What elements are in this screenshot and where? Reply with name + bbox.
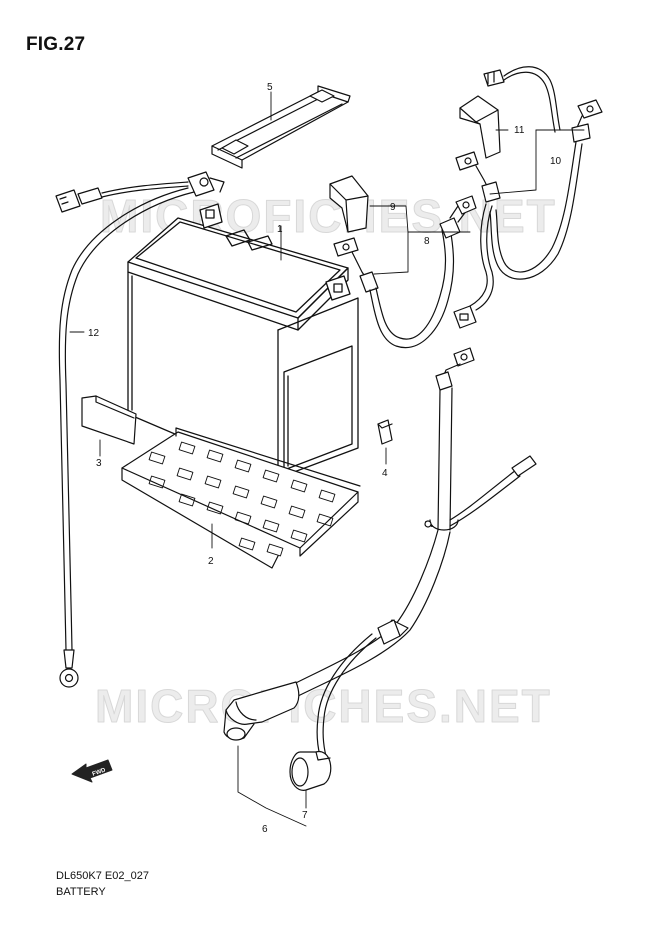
part-label-6: 6 bbox=[262, 824, 268, 835]
leader-lines bbox=[69, 91, 585, 827]
part-label-12: 12 bbox=[88, 328, 100, 339]
negative-cable bbox=[55, 171, 225, 688]
battery-tray bbox=[121, 427, 361, 569]
figure-title: FIG.27 bbox=[26, 34, 86, 55]
part-label-4: 4 bbox=[382, 468, 388, 479]
part-label-9: 9 bbox=[390, 202, 396, 213]
figure-name: BATTERY bbox=[56, 886, 106, 898]
part-number-labels: 1 2 3 4 5 6 7 8 9 10 11 12 bbox=[88, 82, 562, 835]
spacer-piece bbox=[377, 419, 393, 445]
part-label-2: 2 bbox=[208, 556, 214, 567]
fwd-label: FWD bbox=[92, 767, 108, 778]
forward-arrow-icon: FWD bbox=[71, 759, 113, 783]
battery-pad bbox=[81, 395, 137, 445]
part-label-3: 3 bbox=[96, 458, 102, 469]
part-label-10: 10 bbox=[550, 156, 562, 167]
part-label-1: 1 bbox=[277, 224, 283, 235]
part-label-8: 8 bbox=[424, 236, 430, 247]
battery-strap bbox=[211, 85, 351, 169]
relay-lead bbox=[453, 66, 603, 329]
starter-lead bbox=[223, 347, 537, 791]
positive-lead bbox=[329, 175, 477, 349]
part-label-7: 7 bbox=[302, 810, 308, 821]
watermark-bottom: MICROFICHES.NET bbox=[95, 680, 552, 732]
battery-body bbox=[127, 203, 359, 479]
figure-code: DL650K7 E02_027 bbox=[56, 870, 149, 882]
part-label-5: 5 bbox=[267, 82, 273, 93]
part-label-11: 11 bbox=[514, 125, 525, 136]
